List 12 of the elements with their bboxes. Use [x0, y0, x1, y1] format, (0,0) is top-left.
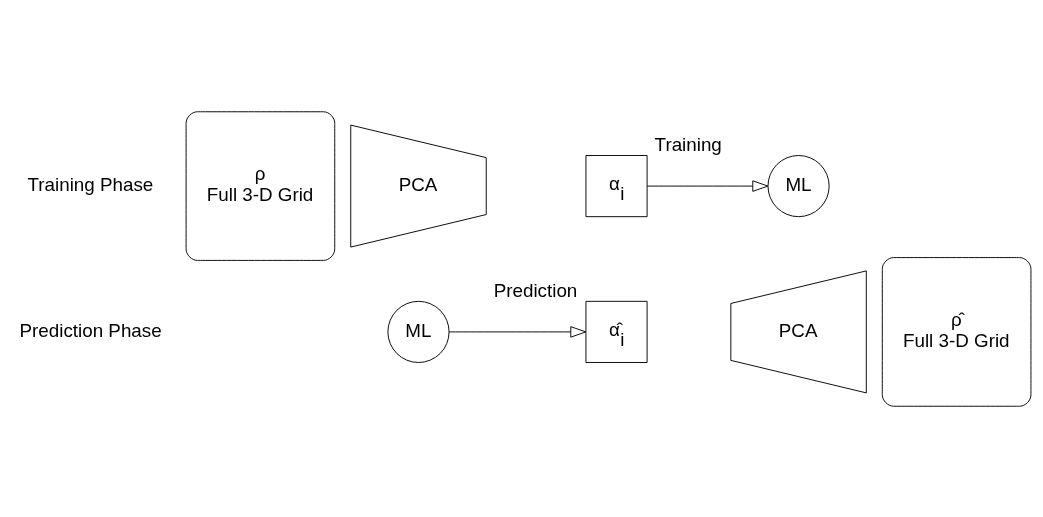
- label: Training Phase: [27, 173, 154, 195]
- node-box: PCA: [730, 269, 867, 393]
- arrow: [448, 325, 587, 338]
- edge-label: Prediction: [493, 279, 578, 301]
- node-box: PCA: [350, 124, 487, 248]
- node-box: ρ̂ Full 3-D Grid: [881, 256, 1032, 407]
- arrow: [646, 179, 769, 192]
- node-circle: ML: [387, 300, 450, 363]
- node-box: ρ Full 3-D Grid: [185, 110, 336, 261]
- label: Prediction Phase: [19, 319, 162, 341]
- node-circle: ML: [767, 154, 830, 217]
- edge-label: Training: [654, 133, 722, 155]
